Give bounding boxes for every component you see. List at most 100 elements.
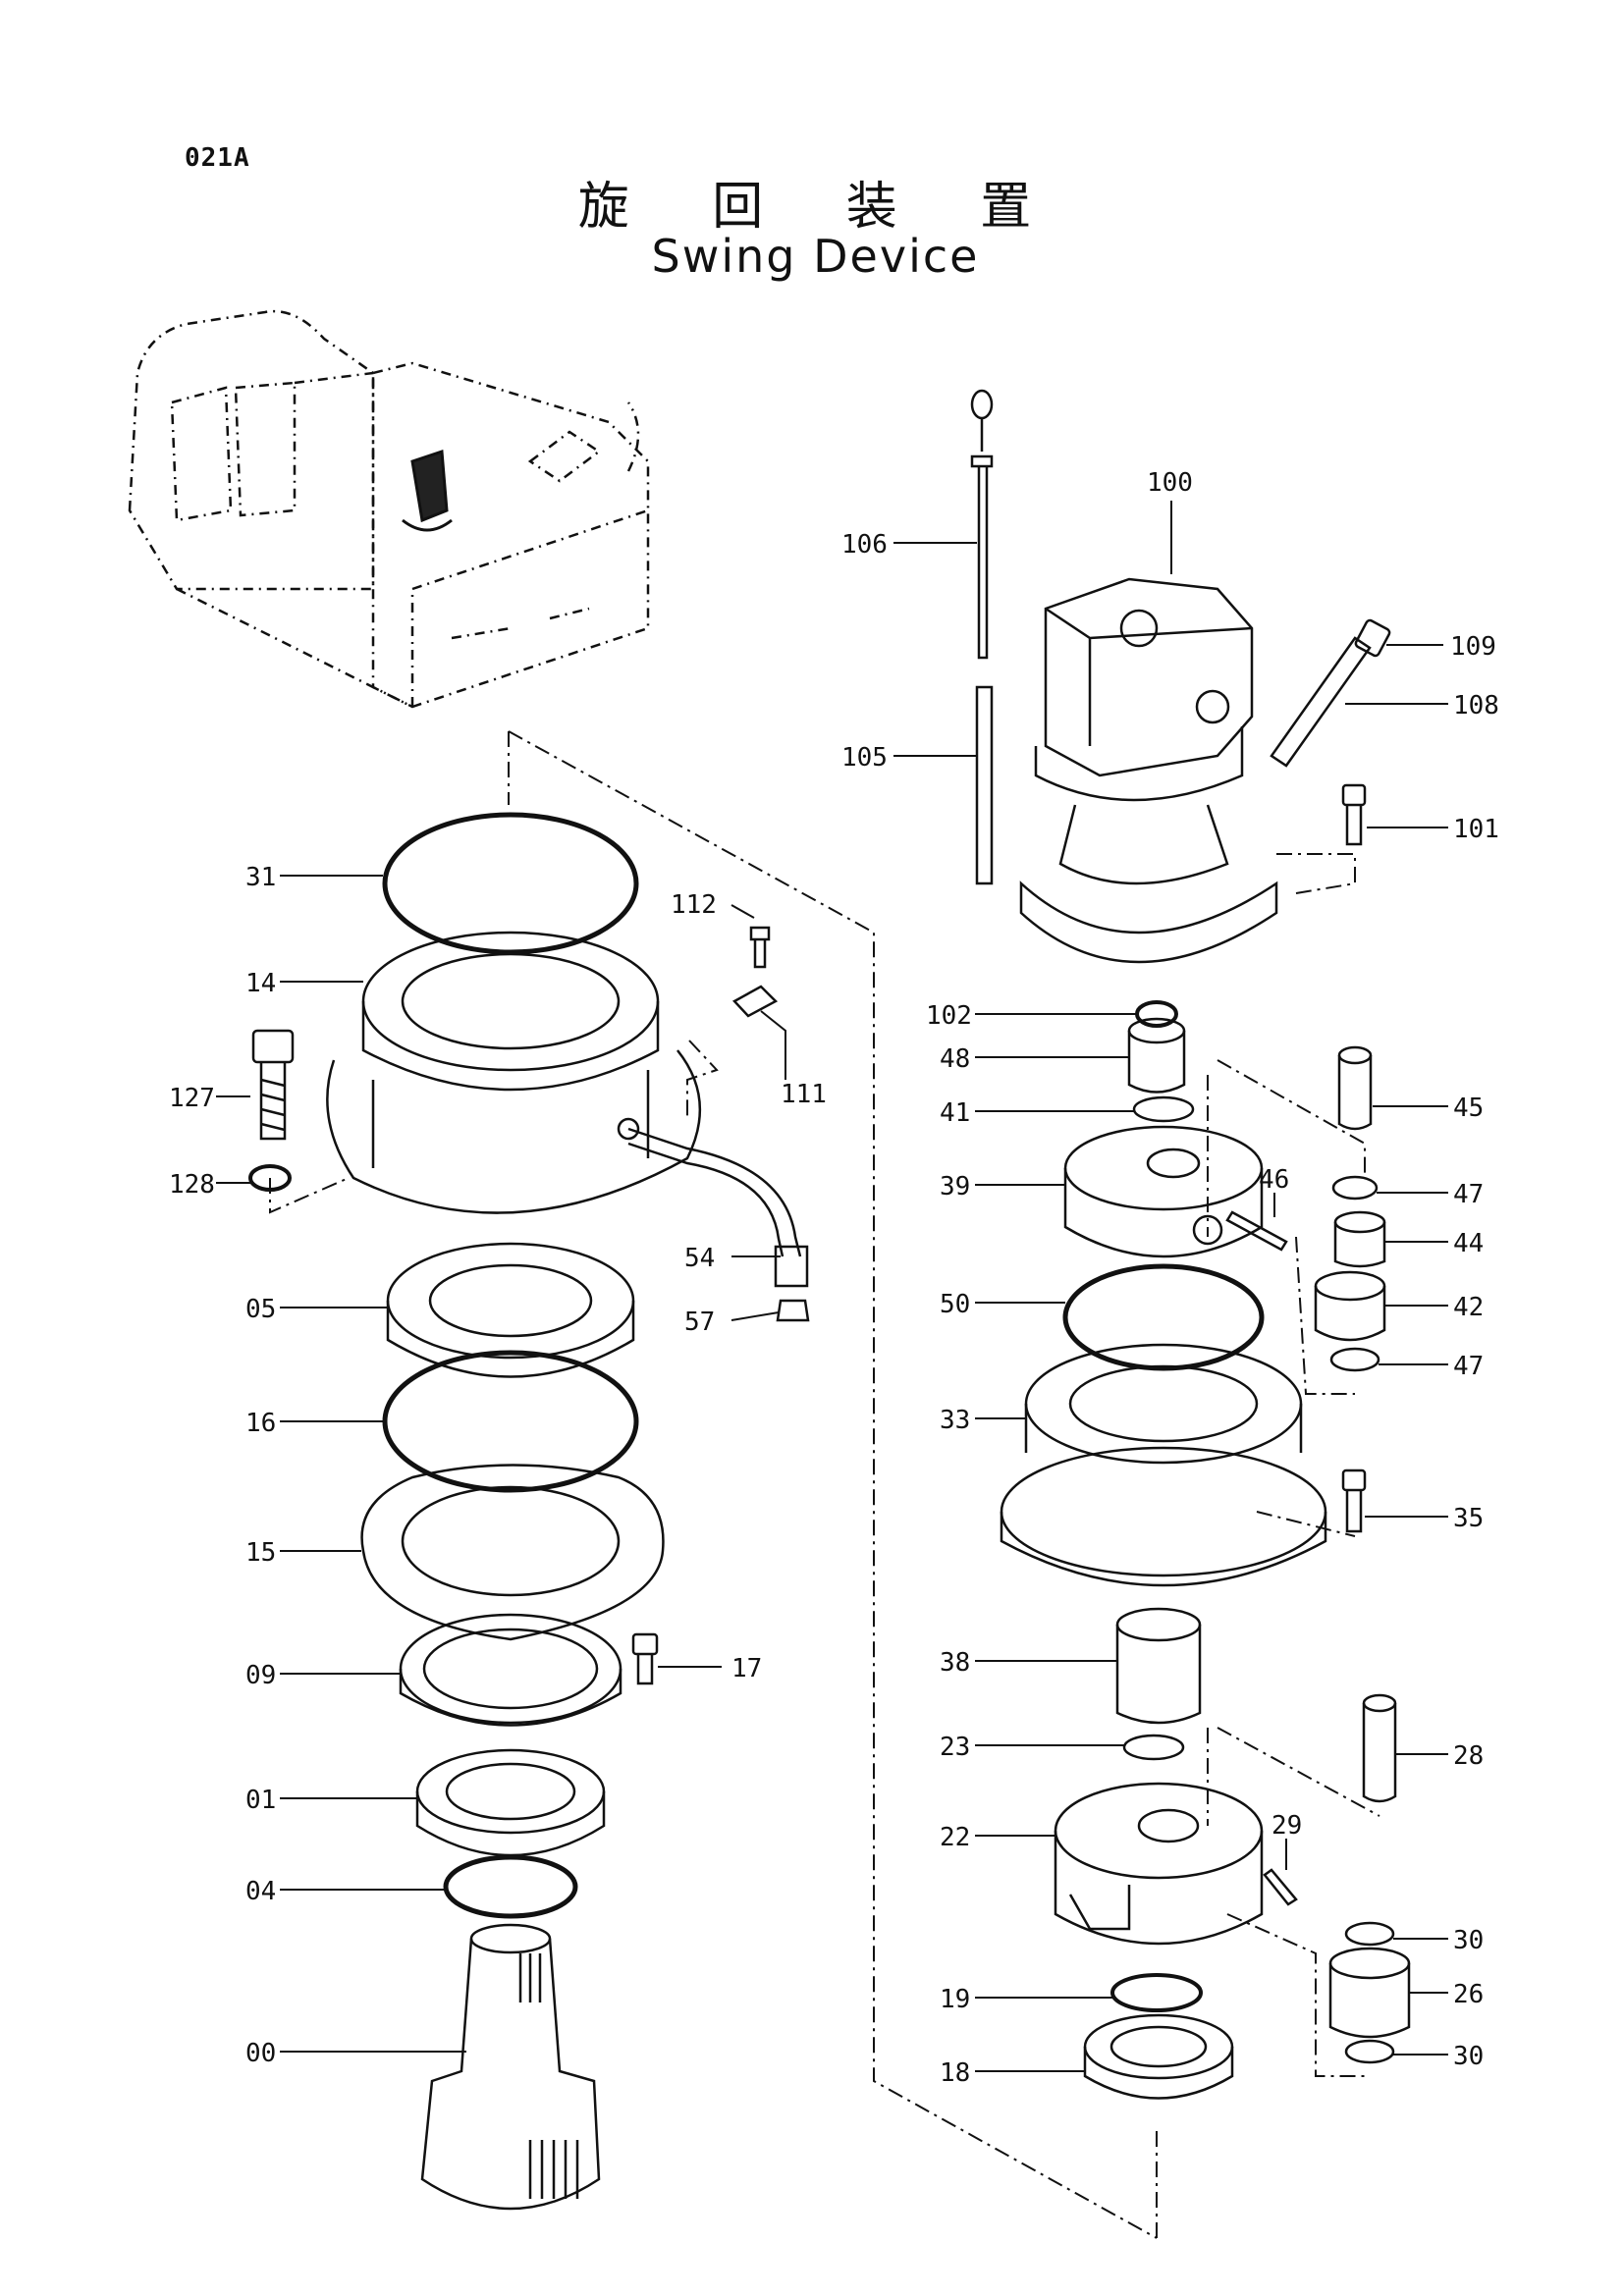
hose-54 xyxy=(627,1127,809,1288)
callout-30-upper: 30 xyxy=(1453,1926,1484,1955)
callout-102: 102 xyxy=(926,1001,972,1031)
thrust-plate-30-upper xyxy=(1344,1921,1395,1947)
callout-100: 100 xyxy=(1147,468,1193,498)
carrier-39 xyxy=(1063,1125,1264,1258)
callout-105: 105 xyxy=(841,743,888,773)
screw-112 xyxy=(749,926,771,969)
callout-17: 17 xyxy=(731,1654,762,1683)
callout-42: 42 xyxy=(1453,1293,1484,1322)
callout-31: 31 xyxy=(245,863,276,892)
callout-09: 09 xyxy=(245,1661,276,1690)
carrier-22 xyxy=(1054,1782,1264,1946)
pin-29 xyxy=(1263,1868,1298,1906)
callout-28: 28 xyxy=(1453,1741,1484,1771)
bolt-101 xyxy=(1341,783,1367,846)
guide-pipe-105 xyxy=(975,685,994,885)
callout-46: 46 xyxy=(1259,1165,1289,1195)
bearing-18 xyxy=(1083,2013,1234,2100)
washer-41 xyxy=(1132,1095,1195,1123)
thrust-plate-47-lower xyxy=(1329,1347,1380,1372)
callout-48: 48 xyxy=(940,1044,970,1074)
bearing-01 xyxy=(415,1748,606,1857)
callout-05: 05 xyxy=(245,1295,276,1324)
planetary-gear-26 xyxy=(1328,1947,1411,2039)
o-ring-50 xyxy=(1062,1263,1265,1371)
planetary-gear-42 xyxy=(1314,1270,1386,1342)
left-assembly xyxy=(248,812,810,2211)
callout-14: 14 xyxy=(245,969,276,998)
leader-lines xyxy=(216,501,1448,2072)
callout-35: 35 xyxy=(1453,1504,1484,1533)
callout-112: 112 xyxy=(671,890,717,920)
callout-19: 19 xyxy=(940,1985,970,2014)
seal-09 xyxy=(399,1613,622,1727)
callout-47-lower: 47 xyxy=(1453,1352,1484,1381)
housing-14 xyxy=(326,931,702,1214)
callout-44: 44 xyxy=(1453,1229,1484,1258)
assembly-center-lines xyxy=(269,730,1380,2239)
cap-57 xyxy=(776,1299,810,1322)
callout-16: 16 xyxy=(245,1409,276,1438)
callout-108: 108 xyxy=(1453,691,1499,721)
callout-39: 39 xyxy=(940,1172,970,1201)
swing-motor-100 xyxy=(1019,577,1278,964)
callout-127: 127 xyxy=(169,1084,215,1113)
callout-01: 01 xyxy=(245,1786,276,1815)
callout-50: 50 xyxy=(940,1290,970,1319)
callout-128: 128 xyxy=(169,1170,215,1200)
callout-33: 33 xyxy=(940,1406,970,1435)
callout-15: 15 xyxy=(245,1538,276,1568)
callout-106: 106 xyxy=(841,530,888,560)
title-japanese: 旋 回 装 置 xyxy=(577,178,1065,237)
thrust-plate-30-lower xyxy=(1344,2039,1395,2064)
bearing-05 xyxy=(386,1242,635,1378)
shaft-00 xyxy=(420,1923,601,2211)
callout-26: 26 xyxy=(1453,1980,1484,2009)
pin-45 xyxy=(1337,1045,1373,1131)
callout-45: 45 xyxy=(1453,1094,1484,1123)
right-assembly xyxy=(970,389,1411,2100)
callout-18: 18 xyxy=(940,2058,970,2088)
callout-22: 22 xyxy=(940,1823,970,1852)
level-gauge-106 xyxy=(970,389,994,660)
gear-48 xyxy=(1127,1017,1186,1094)
snap-ring-19 xyxy=(1110,1973,1203,2012)
pin-46 xyxy=(1225,1210,1288,1252)
callout-04: 04 xyxy=(245,1877,276,1906)
callout-54: 54 xyxy=(684,1244,715,1273)
bolt-17 xyxy=(631,1632,659,1685)
o-ring-16 xyxy=(382,1350,639,1493)
page-code: 021A xyxy=(185,143,250,173)
pin-28 xyxy=(1362,1693,1397,1803)
ring-gear-33 xyxy=(1000,1343,1327,1587)
title-english: Swing Device xyxy=(651,230,980,283)
excavator-overview-illustration xyxy=(128,309,650,709)
callout-109: 109 xyxy=(1450,632,1496,662)
callout-labels: 31 14 127 128 112 111 54 57 05 16 15 17 … xyxy=(169,468,1499,2088)
callout-41: 41 xyxy=(940,1098,970,1128)
o-ring-04 xyxy=(443,1854,578,1919)
callout-29: 29 xyxy=(1271,1811,1302,1841)
sun-gear-38 xyxy=(1115,1607,1202,1725)
callout-47-upper: 47 xyxy=(1453,1180,1484,1209)
relief-valve-108 xyxy=(1270,618,1391,768)
callout-57: 57 xyxy=(684,1308,715,1337)
cover-15 xyxy=(360,1464,665,1641)
o-ring-31 xyxy=(382,812,639,955)
callout-101: 101 xyxy=(1453,815,1499,844)
snap-ring-102 xyxy=(1135,1000,1178,1028)
bolt-35 xyxy=(1341,1468,1367,1533)
needle-bearing-44 xyxy=(1333,1210,1386,1268)
callout-23: 23 xyxy=(940,1733,970,1762)
plate-111 xyxy=(731,985,779,1018)
washer-23 xyxy=(1122,1734,1185,1761)
thrust-plate-47-upper xyxy=(1331,1175,1379,1201)
bolt-127 xyxy=(251,1029,295,1141)
callout-00: 00 xyxy=(245,2039,276,2068)
callout-38: 38 xyxy=(940,1648,970,1678)
callout-111: 111 xyxy=(781,1080,827,1109)
callout-30-lower: 30 xyxy=(1453,2042,1484,2071)
swing-device-location-highlight xyxy=(402,449,453,532)
